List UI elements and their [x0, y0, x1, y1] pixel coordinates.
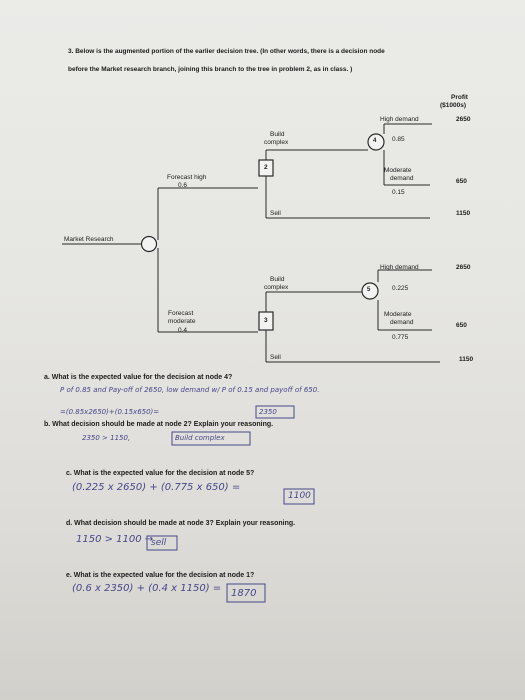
- answer-e-work: (0.6 x 2350) + (0.4 x 1150) =: [72, 583, 222, 594]
- chance-node-5: [361, 282, 379, 300]
- branch-label-forecast: Forecast: [168, 310, 194, 317]
- payoff-1150-top: 1150: [456, 210, 471, 217]
- question-a: a. What is the expected value for the de…: [44, 374, 233, 381]
- node-number-2: 2: [264, 164, 268, 171]
- branch-label-high-demand-bottom: High demand: [380, 264, 419, 271]
- answer-b-work: 2350 > 1150,: [82, 434, 131, 442]
- branch-label-sell-top: Sell: [270, 210, 281, 217]
- payoff-2650-top: 2650: [456, 116, 471, 123]
- answer-c-work: (0.225 x 2650) + (0.775 x 650) =: [72, 482, 241, 493]
- branch-label-high-demand-top: High demand: [380, 116, 419, 123]
- payoff-1150-bottom: 1150: [459, 356, 474, 363]
- branch-label-moderate-top: Moderate: [384, 167, 412, 174]
- answer-box-a: [255, 405, 295, 419]
- node-number-5: 5: [367, 287, 371, 293]
- node-number-3: 3: [264, 317, 268, 324]
- payoff-650-top: 650: [456, 178, 467, 185]
- answer-d-result: sell: [151, 538, 167, 548]
- node-number-4: 4: [373, 138, 377, 144]
- branch-label-demand-top: demand: [390, 175, 414, 182]
- branch-label-demand-bottom: demand: [390, 319, 414, 326]
- answer-box-b: [171, 431, 251, 446]
- answer-a-line-1: P of 0.85 and Pay-off of 2650, low deman…: [60, 386, 320, 394]
- answer-a-result: 2350: [259, 408, 277, 416]
- payoff-2650-bottom: 2650: [456, 264, 471, 271]
- question-c: c. What is the expected value for the de…: [66, 470, 255, 477]
- decision-node-3: [258, 311, 274, 331]
- branch-label-build-complex-top-2: complex: [264, 139, 289, 146]
- answer-e-result: 1870: [231, 588, 257, 599]
- probability-0-4: 0.4: [178, 327, 188, 334]
- profit-units: ($1000s): [440, 102, 467, 109]
- answer-a-line-2: =(0.85x2650)+(0.15x650)=: [60, 408, 160, 416]
- root-label-market-research: Market Research: [64, 236, 114, 243]
- branch-label-build-complex-bottom-2: complex: [264, 284, 289, 291]
- profit-header: Profit: [451, 94, 468, 101]
- branch-label-forecast-high: Forecast high: [167, 174, 207, 181]
- branch-label-moderate: moderate: [168, 318, 196, 325]
- problem-heading-line-2: before the Market research branch, joini…: [68, 66, 353, 73]
- chance-node-4: [367, 133, 385, 151]
- answer-box-d: [146, 535, 178, 551]
- branch-label-moderate-bottom: Moderate: [384, 311, 412, 318]
- answer-b-result: Build complex: [175, 434, 225, 442]
- question-b: b. What decision should be made at node …: [44, 421, 274, 428]
- branch-label-build-complex-bottom: Build: [270, 276, 285, 283]
- question-d: d. What decision should be made at node …: [66, 520, 296, 527]
- branch-label-sell-bottom: Sell: [270, 354, 281, 361]
- chance-node-1: [140, 235, 158, 253]
- probability-0-15: 0.15: [392, 189, 405, 196]
- problem-heading-line-1: 3. Below is the augmented portion of the…: [68, 48, 385, 55]
- payoff-650-bottom: 650: [456, 322, 467, 329]
- probability-0-85: 0.85: [392, 136, 405, 143]
- branch-label-build-complex-top: Build: [270, 131, 285, 138]
- question-e: e. What is the expected value for the de…: [66, 572, 255, 579]
- answer-box-e: [226, 583, 266, 603]
- probability-0-225: 0.225: [392, 285, 409, 292]
- answer-c-result: 1100: [288, 491, 311, 501]
- probability-0-775: 0.775: [392, 334, 409, 341]
- answer-box-c: [283, 488, 315, 505]
- decision-node-2: [258, 159, 274, 177]
- probability-0-6: 0.6: [178, 182, 188, 189]
- answer-d-work: 1150 > 1100 →: [76, 534, 154, 545]
